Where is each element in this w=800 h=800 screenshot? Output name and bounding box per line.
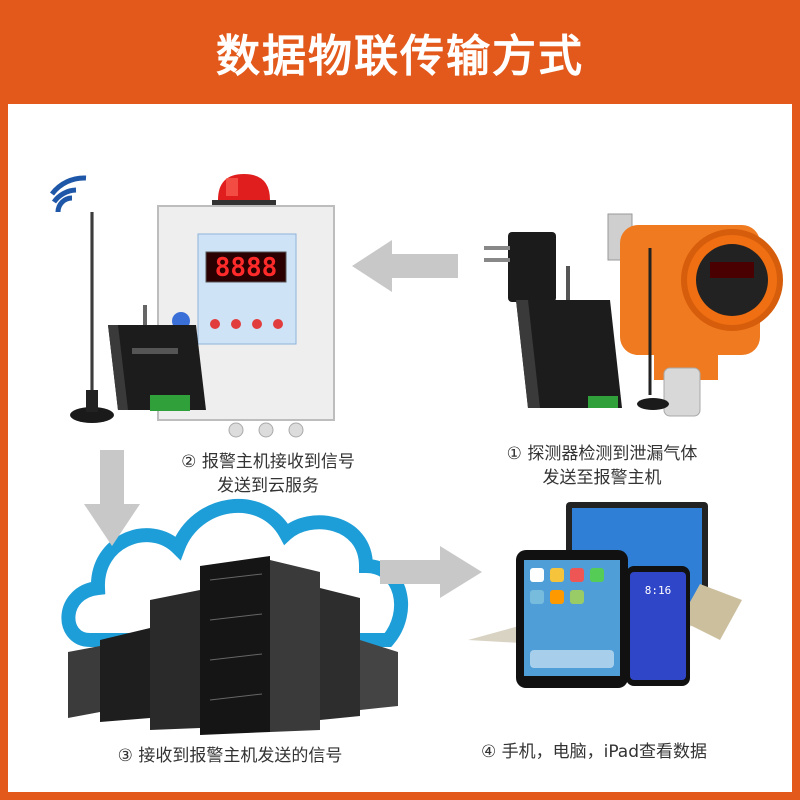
- step-4-caption: ④ 手机，电脑，iPad查看数据: [444, 740, 744, 764]
- controller-button: [273, 319, 283, 329]
- antenna-left: [70, 212, 114, 423]
- step-3-line-1: ③ 接收到报警主机发送的信号: [80, 744, 380, 768]
- tablet-device: [516, 550, 628, 688]
- step-2-line-2: 发送到云服务: [140, 474, 396, 498]
- step-4-line-1: ④ 手机，电脑，iPad查看数据: [444, 740, 744, 764]
- phone-clock: 8:16: [645, 584, 672, 597]
- step-1-line-1: ① 探测器检测到泄漏气体: [462, 442, 742, 466]
- step-2-line-1: ② 报警主机接收到信号: [140, 450, 396, 474]
- step-1-line-2: 发送至报警主机: [462, 466, 742, 490]
- arrow-left-icon: [352, 240, 458, 292]
- power-adapter: [484, 232, 556, 302]
- controller-button: [210, 319, 220, 329]
- step-1-caption: ① 探测器检测到泄漏气体 发送至报警主机: [462, 442, 742, 490]
- controller-button: [252, 319, 262, 329]
- gas-detector: [608, 214, 780, 416]
- controller-button: [231, 319, 241, 329]
- controller-display: 8888: [215, 253, 278, 283]
- phone-device: 8:16: [626, 566, 690, 686]
- wifi-signal-icon: [52, 178, 86, 212]
- step-2-caption: ② 报警主机接收到信号 发送到云服务: [140, 450, 396, 498]
- step-3-caption: ③ 接收到报警主机发送的信号: [80, 744, 380, 768]
